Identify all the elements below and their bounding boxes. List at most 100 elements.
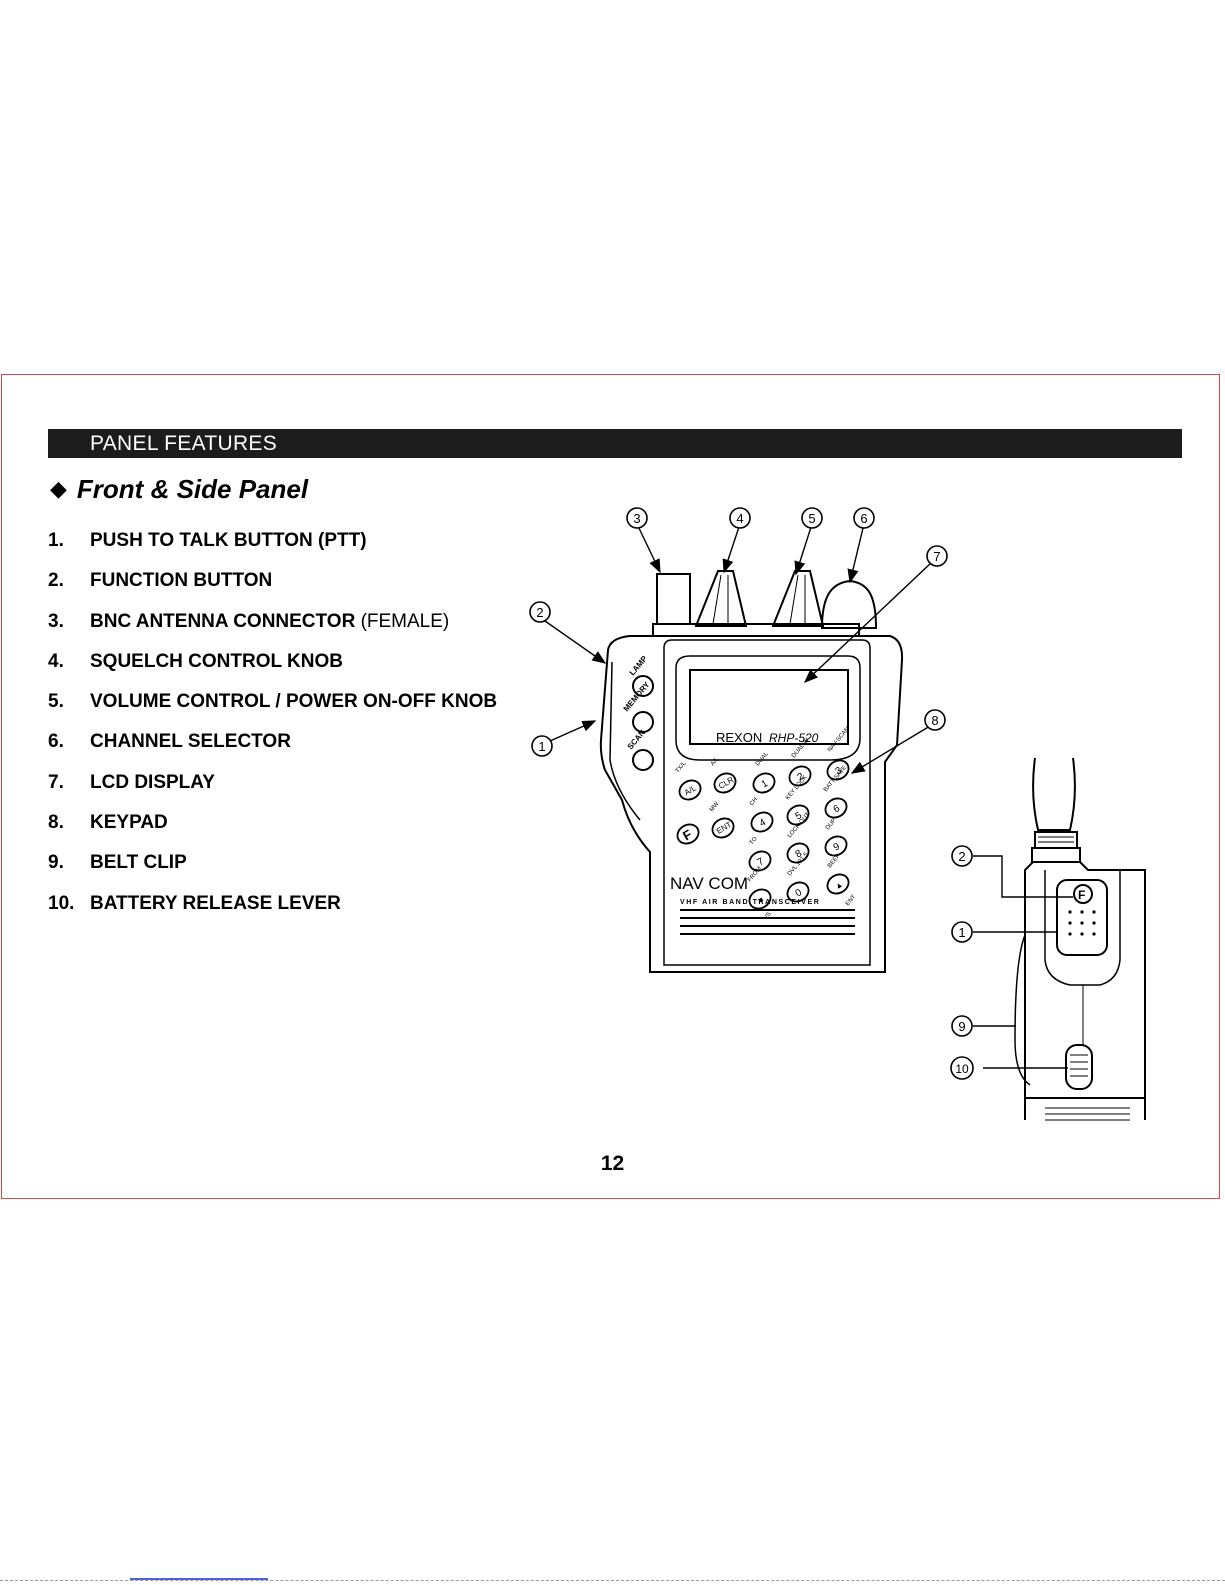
navcom-logo: NAV COM	[670, 874, 748, 893]
key-5-label: 5	[794, 810, 805, 823]
feature-number: 3.	[48, 610, 64, 632]
feature-label: KEYPAD	[90, 812, 168, 834]
feature-number: 9.	[48, 852, 64, 874]
feature-extra: (FEMALE)	[355, 610, 450, 632]
key-4-top: CH	[749, 797, 759, 807]
model-text: RHP-520	[769, 731, 819, 745]
feature-label: SQUELCH CONTROL KNOB	[90, 650, 343, 672]
key-f[interactable]	[674, 821, 702, 848]
key-up-top: BEEP	[827, 853, 842, 869]
key-9[interactable]	[822, 833, 850, 860]
feature-label: VOLUME CONTROL / POWER ON-OFF KNOB	[90, 691, 498, 713]
key-al-label: A/L	[683, 783, 698, 797]
feature-item: 7.LCD DISPLAY	[48, 772, 497, 812]
key-1-label: 1	[760, 778, 771, 791]
key-mw[interactable]	[709, 815, 737, 842]
key-7[interactable]	[746, 848, 774, 875]
diamond-bullet-icon: ◆	[50, 476, 67, 501]
callout-6: 6	[860, 511, 867, 526]
key-mw-top: MW	[709, 801, 721, 813]
feature-item: 10. BATTERY RELEASE LEVER	[48, 893, 497, 933]
side-callout-2: 2	[958, 849, 965, 864]
scan-button[interactable]	[632, 749, 654, 771]
lamp-label: LAMP	[628, 654, 650, 678]
key-7-label: 7	[756, 856, 767, 869]
callout-1: 1	[538, 739, 545, 754]
side-callout-9: 9	[958, 1019, 965, 1034]
key-up[interactable]	[824, 871, 852, 898]
callout-3: 3	[633, 511, 640, 526]
key-9-top: DUP	[825, 818, 838, 832]
feature-item: 9. BELT CLIP	[48, 852, 497, 892]
key-5-top: KEY LOCK	[785, 775, 809, 802]
key-6-label: 6	[832, 803, 843, 816]
key-4[interactable]	[748, 809, 776, 836]
key-9-label: 9	[832, 841, 843, 854]
key-1-top: DUAL	[755, 751, 770, 768]
key-6[interactable]	[822, 795, 850, 822]
key-down-top: FROM	[747, 866, 763, 883]
key-al[interactable]	[676, 777, 704, 804]
feature-list: 1. PUSH TO TALK BUTTON (PTT) 2. FUNCTION B…	[48, 530, 497, 933]
ptt-side-button[interactable]	[1056, 879, 1108, 956]
key-down-bottom: VS	[763, 911, 773, 921]
key-0[interactable]	[784, 879, 812, 906]
lamp-button[interactable]	[632, 675, 654, 697]
page-number: 12	[600, 1152, 625, 1175]
callout-2: 2	[536, 605, 543, 620]
feature-number: 5.	[48, 691, 64, 713]
key-5[interactable]	[784, 802, 812, 829]
key-7-top: TO	[749, 836, 759, 846]
feature-number: 1.	[48, 530, 64, 551]
key-1[interactable]	[750, 770, 778, 797]
key-4-label: 4	[758, 817, 769, 830]
feature-label: BELT CLIP	[90, 852, 187, 874]
bnc-connector-icon	[656, 573, 691, 625]
key-clr[interactable]	[711, 770, 739, 797]
feature-number: 8.	[48, 812, 64, 834]
antenna-icon	[1032, 757, 1076, 831]
lcd-display	[689, 669, 849, 745]
feature-item: 1. PUSH TO TALK BUTTON (PTT)	[48, 530, 497, 570]
feature-label: CHANNEL SELECTOR	[90, 731, 291, 753]
key-down[interactable]	[746, 886, 774, 913]
keypad	[746, 757, 852, 913]
key-3-label: 3	[834, 765, 845, 778]
bottom-link-underline	[130, 1578, 268, 1580]
key-0-label: 0	[794, 887, 805, 900]
key-up-label: ▲	[833, 879, 844, 891]
feature-number: 2.	[48, 570, 64, 592]
feature-item: 6. CHANNEL SELECTOR	[48, 731, 497, 771]
key-3[interactable]	[824, 757, 852, 784]
channel-selector-icon	[820, 579, 878, 629]
side-view	[1014, 757, 1146, 1121]
function-side-button[interactable]	[1073, 884, 1093, 904]
feature-number: 10.	[48, 892, 75, 914]
feature-number: 6.	[48, 731, 64, 753]
feature-label: PUSH TO TALK BUTTON (PTT)	[90, 530, 367, 551]
key-8[interactable]	[784, 840, 812, 867]
key-al-top: TX/L	[675, 760, 688, 774]
feature-label: BNC ANTENNA CONNECTOR	[90, 610, 356, 632]
key-2[interactable]	[786, 763, 814, 790]
radio-body	[599, 635, 904, 973]
sub-heading-text: Front & Side Panel	[76, 474, 309, 504]
side-body	[1024, 861, 1146, 1120]
memory-label: MEMORY	[622, 680, 652, 714]
callout-4: 4	[736, 511, 743, 526]
feature-label: FUNCTION BUTTON	[90, 570, 273, 592]
feature-number: 7.	[48, 771, 64, 793]
front-view	[599, 570, 904, 973]
memory-button[interactable]	[632, 711, 654, 733]
key-clr-top: A/L	[710, 756, 721, 767]
feature-label: BATTERY RELEASE LEVER	[90, 892, 341, 914]
feature-item: 8. KEYPAD	[48, 812, 497, 852]
callout-5: 5	[808, 511, 815, 526]
page-frame	[1, 374, 1220, 1199]
feature-item: 3. BNC ANTENNA CONNECTOR (FEMALE)	[48, 611, 497, 651]
key-8-label: 8	[794, 848, 805, 861]
side-callout-1: 1	[958, 925, 965, 940]
belt-clip-icon	[1014, 934, 1031, 1086]
sub-heading: ◆ Front & Side Panel	[50, 474, 308, 505]
